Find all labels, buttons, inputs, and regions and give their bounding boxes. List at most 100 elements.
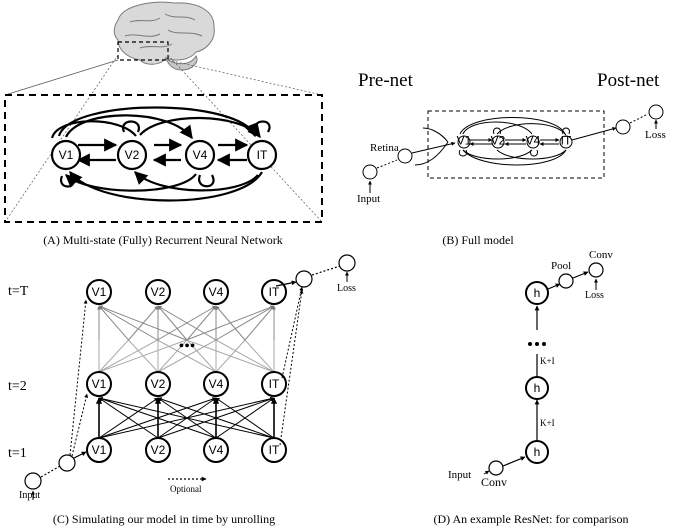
c-out-arrow (275, 280, 297, 287)
c-node-v2-t2: V2 (145, 371, 171, 397)
c-node-label: V1 (92, 377, 107, 391)
c-edge-into-tT (157, 305, 217, 341)
caption-c: (C) Simulating our model in time by unro… (53, 512, 275, 526)
d-input-arrow (483, 470, 490, 475)
d-k-upper: K+I (540, 356, 555, 366)
time-label-T: t=T (8, 284, 29, 299)
c-edge-into-tT (98, 305, 129, 341)
c-node-label: V4 (209, 443, 224, 457)
time-label-2: t=2 (8, 379, 27, 394)
c-node-v1-t1: V1 (86, 437, 112, 463)
caption-d: (D) An example ResNet: for comparison (434, 512, 629, 526)
c-loss-label: Loss (337, 283, 356, 294)
c-edge-into-tT (215, 305, 275, 341)
c-pre-to-v1-t2 (71, 393, 89, 457)
c-node-it-t2: IT (261, 371, 287, 397)
b-retina-label: Retina (370, 142, 399, 154)
c-edge-into-tT (215, 305, 246, 341)
b-retina-node (397, 148, 413, 164)
c-loss-node (338, 254, 356, 272)
brain-illustration (113, 1, 215, 71)
d-pool-to-conv (572, 271, 589, 279)
c-node-label: V2 (151, 285, 166, 299)
c-pre-to-v1-tT (69, 299, 88, 456)
node-a-it: IT (246, 139, 278, 171)
d-pool-label: Pool (551, 260, 571, 272)
panel-a-box (4, 94, 323, 223)
caption-b: (B) Full model (442, 233, 514, 247)
node-a-v2: V2 (116, 139, 148, 171)
node-a-v1: V1 (50, 139, 82, 171)
pre-net-label: Pre-net (358, 70, 414, 91)
node-a-v1-label: V1 (59, 148, 74, 162)
c-node-label: V2 (151, 443, 166, 457)
c-node-it-tT: IT (261, 279, 287, 305)
b-retina-arrow (411, 141, 456, 154)
c-node-v4-t1: V4 (203, 437, 229, 463)
d-loss-label: Loss (585, 290, 604, 301)
c-edge-into-tT (98, 305, 158, 341)
b-out-arrow (571, 127, 617, 141)
panel-a-connections (50, 106, 271, 202)
node-b-v1-label: V1 (457, 134, 472, 148)
d-h-bottom (525, 440, 549, 464)
b-post-node (615, 119, 631, 135)
d-h-bottom-label: h (534, 445, 541, 459)
c-node-label: V4 (209, 377, 224, 391)
b-loss-node (648, 104, 664, 120)
c-input-node (24, 472, 42, 490)
d-k-lower: K+I (540, 418, 555, 428)
d-conv-top-node (588, 262, 604, 278)
c-edge-t2-up (98, 339, 158, 373)
d-h-to-pool (547, 283, 561, 290)
panel-b-box (427, 110, 605, 179)
c-edge-t2-up (215, 339, 275, 373)
b-loss-label: Loss (645, 129, 666, 141)
c-edge-t2-up (128, 339, 159, 373)
zoom-box (117, 41, 169, 61)
c-edge-t2-up (157, 339, 188, 373)
node-a-v4-label: V4 (193, 148, 208, 162)
d-conv-to-h (502, 456, 526, 467)
c-edge-t2-up (186, 339, 275, 373)
c-node-v2-tT: V2 (145, 279, 171, 305)
panel-c-edges (95, 305, 278, 439)
d-dots (528, 342, 546, 346)
node-a-v4: V4 (184, 139, 216, 171)
c-edge-into-tT (186, 305, 217, 341)
b-post-dotted (629, 113, 649, 124)
c-edge-t1-t2 (215, 397, 275, 439)
b-input-label: Input (357, 193, 380, 205)
node-b-v4-label: V4 (526, 134, 541, 148)
d-h-mid (525, 376, 549, 400)
zoom-line-bl (4, 54, 119, 223)
optional-legend-label: Optional (170, 484, 202, 494)
c-post-dotted (311, 265, 341, 276)
c-it-t2-out (281, 286, 304, 379)
c-node-label: IT (269, 285, 280, 299)
c-node-v2-t1: V2 (145, 437, 171, 463)
d-conv-top-label: Conv (589, 249, 613, 261)
c-input-dotted (40, 465, 61, 478)
c-node-label: V2 (151, 377, 166, 391)
c-edge-t2-up (98, 339, 129, 373)
c-edge-t1-t2 (98, 396, 275, 439)
c-edge-into-tT (98, 305, 187, 341)
d-input-node (488, 460, 504, 476)
panel-b: Pre-net Post-net V1 (357, 70, 666, 247)
c-edge-t2-up (244, 339, 275, 373)
c-node-label: V4 (209, 285, 224, 299)
c-edge-t1-t2 (98, 397, 159, 439)
node-b-v1: V1 (457, 134, 472, 149)
c-it-t1-out (279, 289, 304, 446)
c-edge-into-tT (244, 305, 275, 341)
d-h-top-label: h (534, 286, 541, 300)
d-h-mid-label: h (534, 381, 541, 395)
node-b-v2: V2 (491, 134, 506, 149)
c-pre-to-v1 (73, 451, 87, 459)
c-edge-t2-up (157, 339, 217, 373)
c-node-it-t1: IT (261, 437, 287, 463)
c-post-node (295, 270, 313, 288)
